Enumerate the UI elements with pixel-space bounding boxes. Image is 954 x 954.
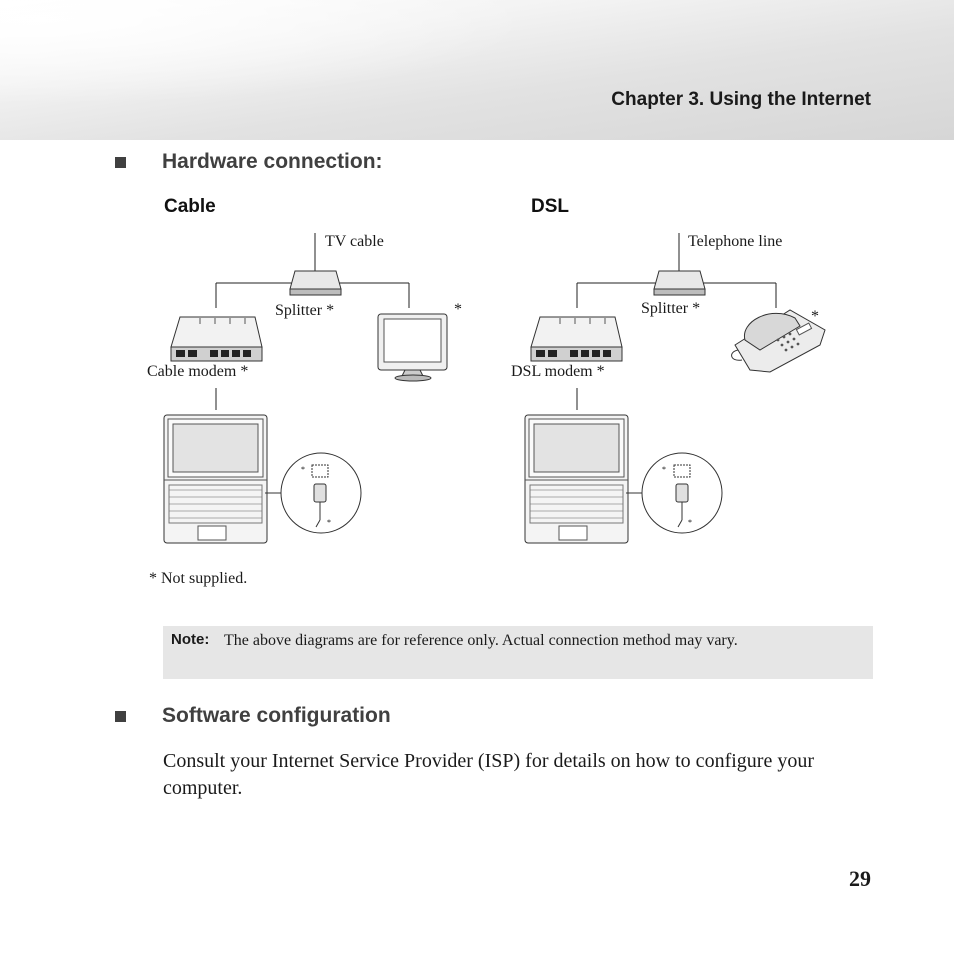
note-box: Note: The above diagrams are for referen…	[163, 626, 873, 679]
cable-modem-icon	[170, 316, 263, 362]
svg-text:*: *	[301, 465, 305, 474]
dsl-heading: DSL	[531, 196, 569, 217]
svg-text:*: *	[688, 518, 692, 527]
chapter-title: Chapter 3. Using the Internet	[611, 89, 871, 110]
dsl-modem-label: DSL modem *	[511, 363, 605, 380]
hardware-connection-heading: Hardware connection:	[115, 150, 383, 174]
bullet-square-icon	[115, 156, 126, 168]
note-label: Note:	[171, 631, 210, 648]
note-text: The above diagrams are for reference onl…	[224, 632, 738, 649]
connection-diagram: * * * *	[163, 233, 826, 544]
tv-monitor-icon	[377, 313, 448, 382]
not-supplied-footnote: * Not supplied.	[149, 570, 248, 587]
telephone-line-label: Telephone line	[688, 233, 783, 250]
software-configuration-title: Software configuration	[162, 704, 391, 727]
dsl-modem-icon	[530, 316, 623, 362]
phone-asterisk: *	[811, 308, 819, 325]
cable-splitter-icon	[289, 270, 342, 296]
cable-splitter-label: Splitter *	[275, 302, 335, 319]
software-configuration-body: Consult your Internet Service Provider (…	[163, 750, 814, 799]
telephone-icon	[731, 309, 826, 373]
monitor-asterisk: *	[454, 301, 462, 318]
dsl-port-callout-icon: * *	[626, 452, 723, 534]
cable-modem-label: Cable modem *	[147, 363, 249, 380]
software-configuration-heading: Software configuration	[115, 704, 391, 728]
tv-cable-label: TV cable	[325, 233, 384, 250]
bullet-square-icon	[115, 710, 126, 722]
dsl-splitter-label: Splitter *	[641, 300, 701, 317]
dsl-splitter-icon	[653, 270, 706, 296]
cable-laptop-icon	[163, 414, 268, 544]
header-band	[0, 0, 954, 140]
hardware-connection-title: Hardware connection:	[162, 150, 383, 173]
cable-port-callout-icon: * *	[265, 452, 362, 534]
page-number: 29	[849, 866, 871, 891]
svg-text:*: *	[662, 465, 666, 474]
svg-text:*: *	[327, 518, 331, 527]
dsl-laptop-icon	[524, 414, 629, 544]
cable-heading: Cable	[164, 196, 216, 217]
